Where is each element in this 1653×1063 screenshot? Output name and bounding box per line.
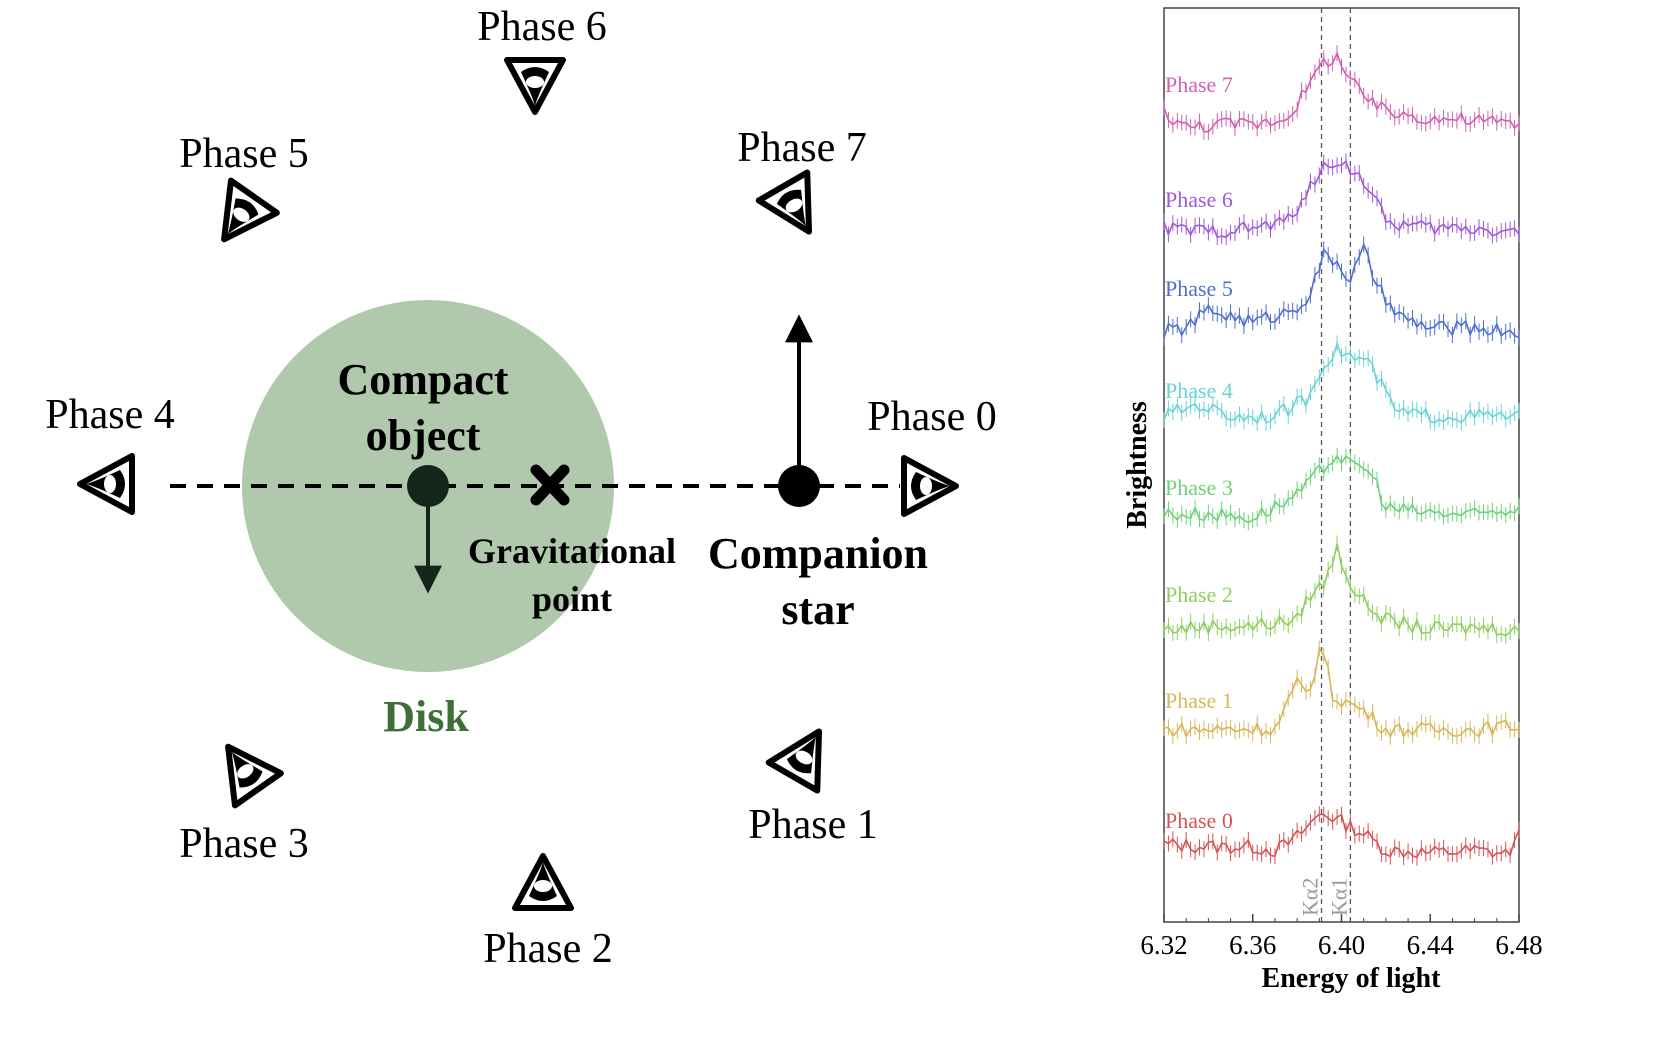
x-tick-label: 6.32 [1140, 930, 1187, 960]
orbit-diagram: Compact object Disk Gravitational point … [45, 4, 997, 972]
series-label: Phase 6 [1165, 187, 1233, 212]
eye-icon [515, 856, 571, 908]
gravitational-point-label-1: Gravitational [468, 531, 676, 571]
x-tick-label: 6.48 [1495, 930, 1542, 960]
series-label: Phase 4 [1165, 378, 1233, 403]
companion-star-label-1: Companion [708, 529, 928, 578]
observer-phase-5: Phase 5 [179, 131, 309, 255]
series-label: Phase 3 [1165, 475, 1233, 500]
series-layer: Phase 0 Phase 1 Phase 2 Phase 3 Phase 4 Phase… [1163, 45, 1520, 866]
series-phase-1: Phase 1 [1163, 640, 1520, 745]
series-label: Phase 5 [1165, 276, 1233, 301]
compact-object-label-2: object [366, 411, 481, 460]
gravitational-point-label-2: point [532, 579, 612, 619]
phase-6-label: Phase 6 [477, 4, 607, 50]
observer-phase-0: Phase 0 [867, 394, 997, 514]
eye-icon [759, 172, 833, 245]
companion-star-dot [778, 465, 820, 507]
observer-phase-1: Phase 1 [748, 717, 878, 848]
observer-phase-2: Phase 2 [483, 856, 613, 972]
x-axis-label: Energy of light [1262, 963, 1442, 994]
eye-icon [769, 717, 843, 790]
observer-phase-3: Phase 3 [179, 731, 309, 867]
phase-1-label: Phase 1 [748, 802, 878, 848]
y-axis-label: Brightness [1122, 401, 1153, 529]
eye-icon [80, 456, 132, 512]
x-tick-label: 6.44 [1407, 930, 1455, 960]
x-axis-ticks: 6.32 6.36 6.40 6.44 6.48 [1140, 914, 1543, 960]
reference-line-label: Kα1 [1326, 878, 1351, 916]
eye-icon [904, 458, 956, 514]
phase-5-label: Phase 5 [179, 131, 309, 177]
series-phase-0: Phase 0 [1163, 806, 1520, 866]
phase-0-label: Phase 0 [867, 394, 997, 440]
observer-phase-4: Phase 4 [45, 392, 175, 512]
compact-object-dot [407, 465, 449, 507]
x-tick-label: 6.40 [1318, 930, 1365, 960]
phase-7-label: Phase 7 [737, 125, 867, 171]
phase-3-label: Phase 3 [179, 821, 309, 867]
series-phase-7: Phase 7 [1163, 45, 1520, 140]
disk-label: Disk [383, 692, 469, 741]
reference-line-label: Kα2 [1298, 878, 1323, 916]
compact-object-label-1: Compact [337, 355, 508, 404]
phase-2-label: Phase 2 [483, 926, 613, 972]
eye-icon [507, 60, 563, 112]
observer-phase-7: Phase 7 [737, 125, 867, 246]
gravitational-point-marker [530, 464, 570, 506]
series-phase-5: Phase 5 [1163, 236, 1520, 346]
observer-phase-6: Phase 6 [477, 4, 607, 112]
series-phase-3: Phase 3 [1163, 447, 1520, 531]
eye-icon [201, 181, 277, 256]
series-phase-2: Phase 2 [1163, 535, 1520, 644]
phase-4-label: Phase 4 [45, 392, 175, 438]
series-label: Phase 0 [1165, 808, 1233, 833]
series-label: Phase 2 [1165, 582, 1233, 607]
x-tick-label: 6.36 [1229, 930, 1276, 960]
series-label: Phase 7 [1165, 72, 1233, 97]
series-phase-4: Phase 4 [1163, 335, 1520, 432]
series-phase-6: Phase 6 [1163, 153, 1520, 246]
eye-icon [205, 731, 281, 806]
companion-star-label-2: star [781, 585, 854, 634]
series-label: Phase 1 [1165, 688, 1233, 713]
